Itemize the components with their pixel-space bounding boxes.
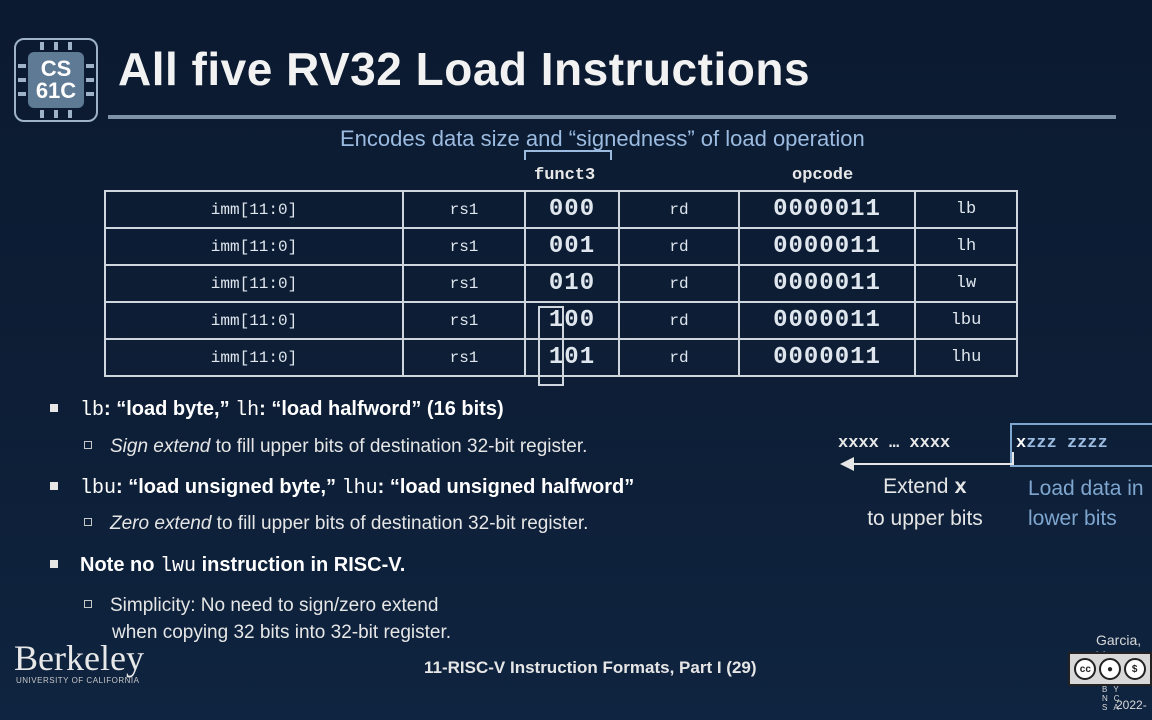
rs1-cell: rs1 xyxy=(402,338,526,377)
table-row: imm[11:0] rs1 101 rd 0000011 lhu xyxy=(104,338,1018,377)
rd-cell: rd xyxy=(618,227,740,266)
extend-label: Extend x to upper bits xyxy=(860,472,990,534)
logo-line2: 61C xyxy=(35,78,77,103)
lower-bits-box xyxy=(1010,423,1152,467)
code-lbu: lbu xyxy=(80,477,117,500)
load-encoding-table: imm[11:0] rs1 000 rd 0000011 lb imm[11:0… xyxy=(104,190,1018,377)
lecture-footer: 11-RISC-V Instruction Formats, Part I (2… xyxy=(424,658,757,677)
rs1-cell: rs1 xyxy=(402,227,526,266)
bullet-text: : “load unsigned halfword” xyxy=(377,476,635,498)
bullet-square-icon xyxy=(50,403,58,412)
opcode-cell: 0000011 xyxy=(738,264,916,303)
sub-bullet-text: to fill upper bits of destination 32-bit… xyxy=(210,436,588,457)
lower-bits-text: xzzz zzzz xyxy=(1016,434,1108,453)
cc-icon: cc xyxy=(1074,658,1097,680)
code-lh: lh xyxy=(235,399,260,422)
rd-cell: rd xyxy=(618,338,740,377)
imm-cell: imm[11:0] xyxy=(104,227,404,266)
opcode-cell: 0000011 xyxy=(738,227,916,266)
load-label-line1: Load data in xyxy=(1028,477,1144,500)
code-lwu: lwu xyxy=(160,555,197,578)
year-label: 2022- xyxy=(1116,698,1147,712)
instruction-name-cell: lhu xyxy=(914,338,1018,377)
extend-arrow-stem xyxy=(1012,452,1014,465)
funct3-bracket xyxy=(524,150,612,160)
nc-icon: $ xyxy=(1123,658,1146,680)
rd-cell: rd xyxy=(618,190,740,229)
sub-bullet-zero-extend: Zero extend to fill upper bits of destin… xyxy=(84,513,588,535)
funct3-cell: 010 xyxy=(524,264,620,303)
berkeley-logo: Berkeley xyxy=(14,638,144,678)
sub-bullet-icon xyxy=(84,440,92,449)
extend-arrow-line xyxy=(852,463,1014,465)
bullet-text: instruction in RISC-V. xyxy=(196,554,406,576)
table-row: imm[11:0] rs1 100 rd 0000011 lbu xyxy=(104,301,1018,340)
bullet-square-icon xyxy=(50,559,58,568)
imm-cell: imm[11:0] xyxy=(104,338,404,377)
bullet-lb-lh: lb: “load byte,” lh: “load halfword” (16… xyxy=(50,398,504,422)
simplicity-line2: when copying 32 bits into 32-bit registe… xyxy=(112,622,452,643)
rs1-cell: rs1 xyxy=(402,264,526,303)
bullet-text: Note no xyxy=(80,554,160,576)
bullet-no-lwu: Note no lwu instruction in RISC-V. xyxy=(50,554,405,578)
load-data-label: Load data in lower bits xyxy=(1028,474,1144,534)
title-divider xyxy=(108,115,1116,119)
by-icon: ● xyxy=(1098,658,1121,680)
opcode-cell: 0000011 xyxy=(738,338,916,377)
bullet-text: : “load unsigned byte,” xyxy=(116,476,342,498)
opcode-header: opcode xyxy=(792,166,854,185)
extend-label-text: Extend xyxy=(883,475,955,498)
extend-label-line2: to upper bits xyxy=(867,507,983,530)
table-row: imm[11:0] rs1 001 rd 0000011 lh xyxy=(104,227,1018,266)
imm-cell: imm[11:0] xyxy=(104,264,404,303)
funct3-cell: 000 xyxy=(524,190,620,229)
sub-bullet-text: to fill upper bits of destination 32-bit… xyxy=(211,513,589,534)
zero-extend-term: Zero extend xyxy=(110,513,212,534)
left-arrow-icon xyxy=(840,457,854,471)
rs1-cell: rs1 xyxy=(402,301,526,340)
simplicity-line1: Simplicity: No need to sign/zero extend xyxy=(110,595,439,616)
lower-z-bits: zzz zzzz xyxy=(1026,434,1108,453)
code-lb: lb xyxy=(80,399,105,422)
instruction-name-cell: lh xyxy=(914,227,1018,266)
unsigned-bit-highlight xyxy=(538,306,564,386)
imm-cell: imm[11:0] xyxy=(104,301,404,340)
sub-bullet-icon xyxy=(84,517,92,526)
instruction-name-cell: lbu xyxy=(914,301,1018,340)
slide-title: All five RV32 Load Instructions xyxy=(118,43,811,95)
sub-bullet-sign-extend: Sign extend to fill upper bits of destin… xyxy=(84,436,587,458)
upper-bits-text: xxxx … xxxx xyxy=(838,434,951,453)
logo-chip: CS 61C xyxy=(28,52,84,108)
imm-cell: imm[11:0] xyxy=(104,190,404,229)
opcode-cell: 0000011 xyxy=(738,301,916,340)
bullet-square-icon xyxy=(50,481,58,490)
extend-label-x: x xyxy=(954,477,967,500)
bullet-text: : “load halfword” (16 bits) xyxy=(259,398,504,420)
funct3-header: funct3 xyxy=(534,166,596,185)
logo-line1: CS xyxy=(40,56,72,81)
rs1-cell: rs1 xyxy=(402,190,526,229)
creative-commons-badge: cc ● $ xyxy=(1068,652,1152,686)
sub-bullet-icon xyxy=(84,599,92,608)
rd-cell: rd xyxy=(618,264,740,303)
opcode-cell: 0000011 xyxy=(738,190,916,229)
bullet-text: : “load byte,” xyxy=(104,398,236,420)
table-row: imm[11:0] rs1 010 rd 0000011 lw xyxy=(104,264,1018,303)
instruction-name-cell: lw xyxy=(914,264,1018,303)
bullet-lbu-lhu: lbu: “load unsigned byte,” lhu: “load un… xyxy=(50,476,634,500)
sign-extend-term: Sign extend xyxy=(110,436,211,457)
rd-cell: rd xyxy=(618,301,740,340)
instruction-name-cell: lb xyxy=(914,190,1018,229)
sign-bit-x: x xyxy=(1016,434,1027,453)
table-row: imm[11:0] rs1 000 rd 0000011 lb xyxy=(104,190,1018,229)
encoding-note: Encodes data size and “signedness” of lo… xyxy=(340,126,865,151)
sub-bullet-simplicity: Simplicity: No need to sign/zero extend … xyxy=(84,592,451,646)
cs61c-logo: CS 61C xyxy=(14,38,98,122)
code-lhu: lhu xyxy=(341,477,378,500)
university-label: UNIVERSITY OF CALIFORNIA xyxy=(16,676,140,685)
funct3-cell: 001 xyxy=(524,227,620,266)
funct3-cell: 101 xyxy=(524,338,620,377)
cc-license-label: BY NC SA xyxy=(1102,685,1126,712)
load-label-line2: lower bits xyxy=(1028,507,1117,530)
